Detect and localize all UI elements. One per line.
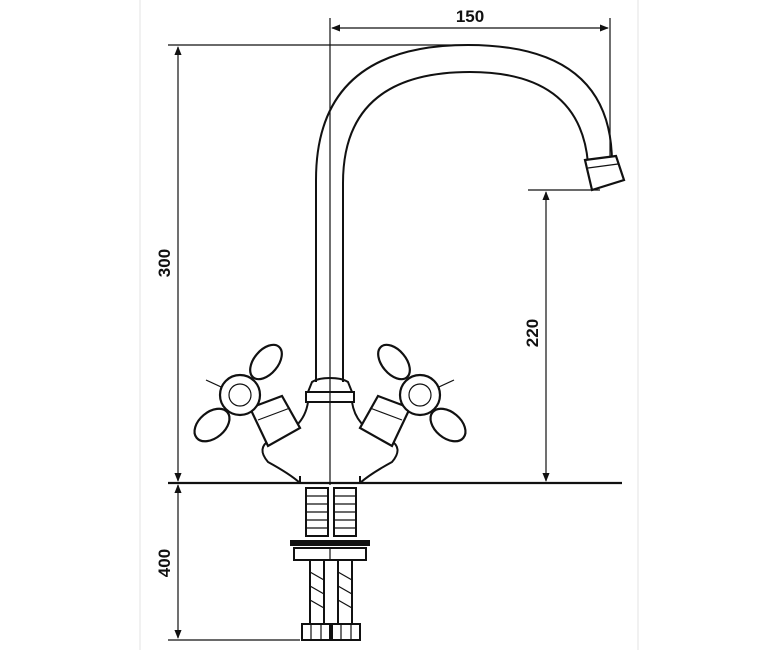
spout-outer-contour bbox=[315, 43, 613, 382]
right-cross-handle bbox=[358, 343, 467, 448]
spout-inner-contour bbox=[342, 70, 589, 382]
dimension-spout-height: 220 bbox=[523, 189, 600, 482]
right-supply-hose bbox=[337, 559, 353, 625]
left-handle-arm-top bbox=[249, 343, 283, 381]
dimension-label-300: 300 bbox=[155, 249, 174, 277]
left-hose-nut bbox=[301, 623, 331, 641]
right-hose-nut bbox=[331, 623, 361, 641]
right-handle-arm-bottom bbox=[429, 407, 467, 443]
left-handle-hub-inner bbox=[228, 383, 252, 407]
spout-collar bbox=[306, 376, 354, 393]
aerator-ring-line bbox=[587, 163, 619, 169]
left-handle-hub bbox=[218, 373, 262, 417]
dimension-label-150: 150 bbox=[456, 7, 484, 26]
right-handle-hub-inner bbox=[408, 383, 432, 407]
dimension-label-400: 400 bbox=[155, 549, 174, 577]
right-handle-arm-top bbox=[377, 343, 411, 381]
right-valve-groove bbox=[369, 407, 403, 421]
left-supply-hose bbox=[309, 559, 325, 625]
dimension-spout-reach: 150 bbox=[329, 7, 611, 485]
hose-braid-lines bbox=[309, 571, 353, 609]
spout-aerator bbox=[583, 154, 626, 192]
left-cross-handle bbox=[193, 343, 302, 448]
mounting-washer bbox=[290, 540, 370, 546]
dimension-total-height: 300 bbox=[155, 44, 470, 482]
under-counter-fittings bbox=[290, 487, 370, 641]
dimension-under-counter: 400 bbox=[155, 484, 300, 641]
spout bbox=[315, 43, 626, 382]
left-handle-arm-bottom bbox=[193, 407, 231, 443]
right-handle-hub bbox=[398, 373, 442, 417]
left-valve-groove bbox=[257, 407, 291, 421]
shank-thread-lines bbox=[306, 495, 356, 529]
collar-ring bbox=[305, 391, 355, 403]
dimension-label-220: 220 bbox=[523, 319, 542, 347]
